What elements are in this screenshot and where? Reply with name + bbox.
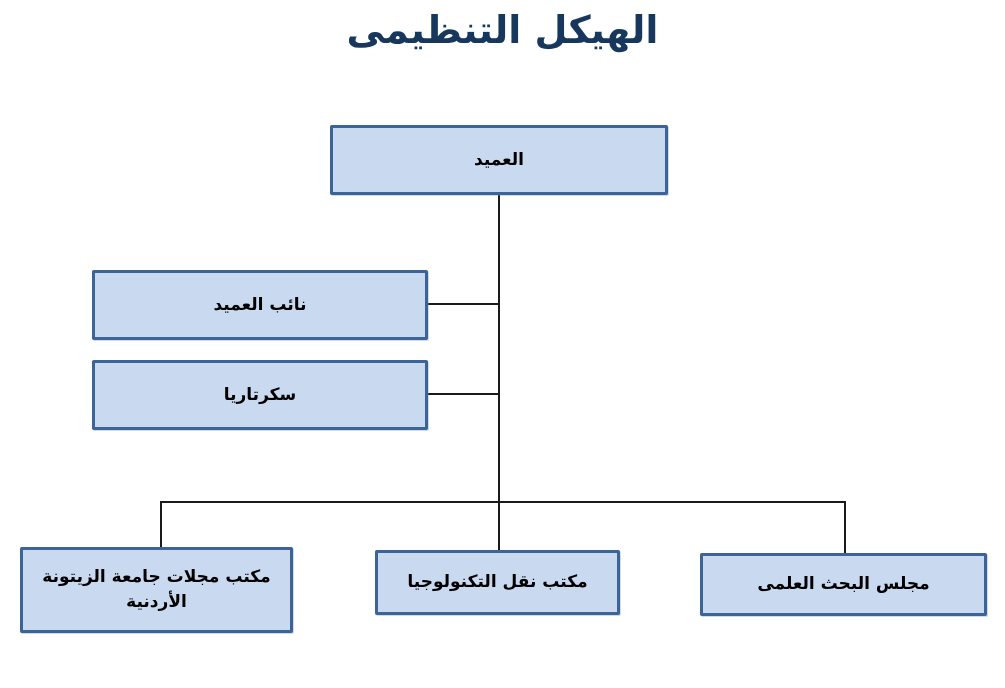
node-tech-transfer-office: مكتب نقل التكنولوجيا bbox=[375, 550, 620, 615]
connector-journals-drop bbox=[160, 501, 162, 547]
connector-bottom-rail bbox=[160, 501, 846, 503]
connector-research-drop bbox=[844, 501, 846, 553]
node-research-council: مجلس البحث العلمى bbox=[700, 553, 987, 616]
node-vice-dean: نائب العميد bbox=[92, 270, 428, 340]
connector-secretariat bbox=[428, 393, 498, 395]
connector-vice-dean bbox=[428, 303, 498, 305]
chart-title: الهيكل التنظيمى bbox=[346, 8, 659, 52]
node-journals-office: مكتب مجلات جامعة الزيتونة الأردنية bbox=[20, 547, 293, 633]
connector-dean-trunk bbox=[498, 195, 500, 550]
node-secretariat: سكرتاريا bbox=[92, 360, 428, 430]
node-dean: العميد bbox=[330, 125, 668, 195]
